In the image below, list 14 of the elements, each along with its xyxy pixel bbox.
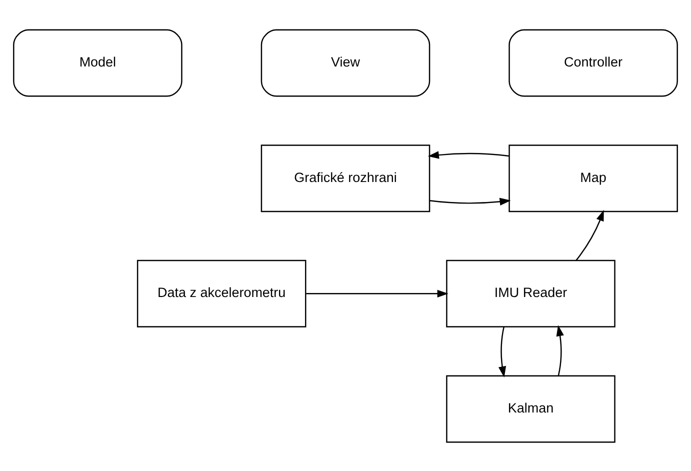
node-box: Controller [508,28,678,96]
arrow [556,324,564,376]
arrow [430,197,511,206]
arrow [306,289,448,298]
node-box: IMU Reader [446,259,616,327]
node-box: View [260,28,430,96]
node-box: Model [13,28,182,96]
arrow [576,209,604,260]
node-box: Grafické rozhrani [260,144,430,212]
arrow [428,150,510,158]
node-box: Kalman [446,374,616,442]
node-box: Data z akcelerometru [136,259,306,327]
node-box: Map [508,144,678,212]
arrow [498,326,506,377]
